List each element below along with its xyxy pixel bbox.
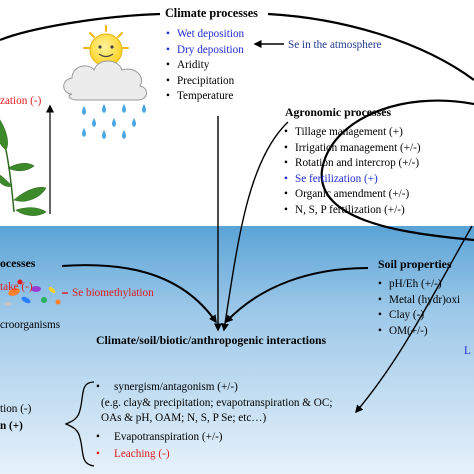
agronomic-item-tillage: Tillage management (+) [284, 125, 421, 141]
cloud-icon [63, 60, 147, 101]
bullet-icon: • [96, 431, 100, 443]
soil-item-om: OM(+/-) [378, 324, 460, 340]
left-fragment-2: n (+) [0, 420, 23, 432]
agronomic-item-irrigation: Irrigation management (+/-) [284, 141, 421, 157]
arrow-agronomic-down [221, 121, 289, 332]
climate-item-wet-deposition: Wet deposition [166, 27, 244, 43]
rain-icon [82, 104, 146, 139]
agronomic-title: Agronomic processes [285, 105, 392, 119]
microorganisms-icon [4, 279, 61, 306]
microorganisms-label: croorganisms [0, 319, 61, 331]
agronomic-list: Tillage management (+) Irrigation manage… [284, 125, 421, 218]
agronomic-item-se-fertilization: Se fertilization (+) [284, 172, 421, 188]
evapotranspiration-text: Evapotranspiration (+/-) [114, 431, 223, 443]
interactions-synergism: • synergism/antagonism (+/-) [96, 381, 238, 393]
interactions-example-line2: OAs & pH, OAM; N, S, P Se; etc…) [101, 412, 267, 424]
climate-title: Climate processes [165, 6, 258, 20]
climate-item-aridity: Aridity [166, 58, 244, 74]
plant-icon [0, 119, 47, 216]
interactions-title: Climate/soil/biotic/anthropogenic intera… [96, 333, 327, 347]
left-fragment-1: tion (-) [0, 403, 32, 415]
climate-item-dry-deposition: Dry deposition [166, 43, 244, 59]
leaching-text: Leaching (-) [114, 448, 170, 460]
soil-background [0, 226, 474, 474]
interactions-evapotranspiration: • Evapotranspiration (+/-) [96, 431, 223, 443]
synergism-text: synergism/antagonism (+/-) [114, 381, 238, 393]
bullet-icon: • [96, 448, 100, 460]
interactions-example-line1: (e.g. clay& precipitation; evapotranspir… [101, 397, 333, 409]
climate-item-temperature: Temperature [166, 89, 244, 105]
uptake-label: take (-) [0, 281, 33, 293]
agronomic-item-rotation: Rotation and intercrop (+/-) [284, 156, 421, 172]
sun-icon [83, 25, 129, 67]
soil-list: pH/Eh (+/-) Metal (hydr)oxi Clay (-) OM(… [378, 277, 460, 339]
arrow-biotic [61, 264, 217, 324]
arc-climate-left [0, 12, 161, 42]
climate-list: Wet deposition Dry deposition Aridity Pr… [166, 27, 244, 105]
bullet-icon: • [96, 381, 100, 393]
arc-climate-right [267, 12, 474, 81]
soil-item-ph-eh: pH/Eh (+/-) [378, 277, 460, 293]
soil-item-metal-oxides: Metal (hydr)oxi [378, 293, 460, 309]
climate-item-precipitation: Precipitation [166, 74, 244, 90]
agronomic-item-organic-amendment: Organic amendment (+/-) [284, 187, 421, 203]
biomethylation-label: Se biomethylation [72, 287, 154, 299]
biotic-title: ocesses [0, 256, 36, 270]
soil-leaching-fragment: L [464, 345, 471, 357]
interactions-leaching: • Leaching (-) [96, 448, 170, 460]
soil-item-clay: Clay (-) [378, 308, 460, 324]
atmosphere-label: Se in the atmosphere [288, 39, 382, 51]
brace-left [64, 381, 95, 467]
agronomic-item-nsp-fertilization: N, S, P fertilization (+/-) [284, 203, 421, 219]
soil-title: Soil properties [378, 257, 452, 271]
volatilization-label: zation (-) [0, 95, 42, 107]
arrow-soil [224, 267, 369, 324]
